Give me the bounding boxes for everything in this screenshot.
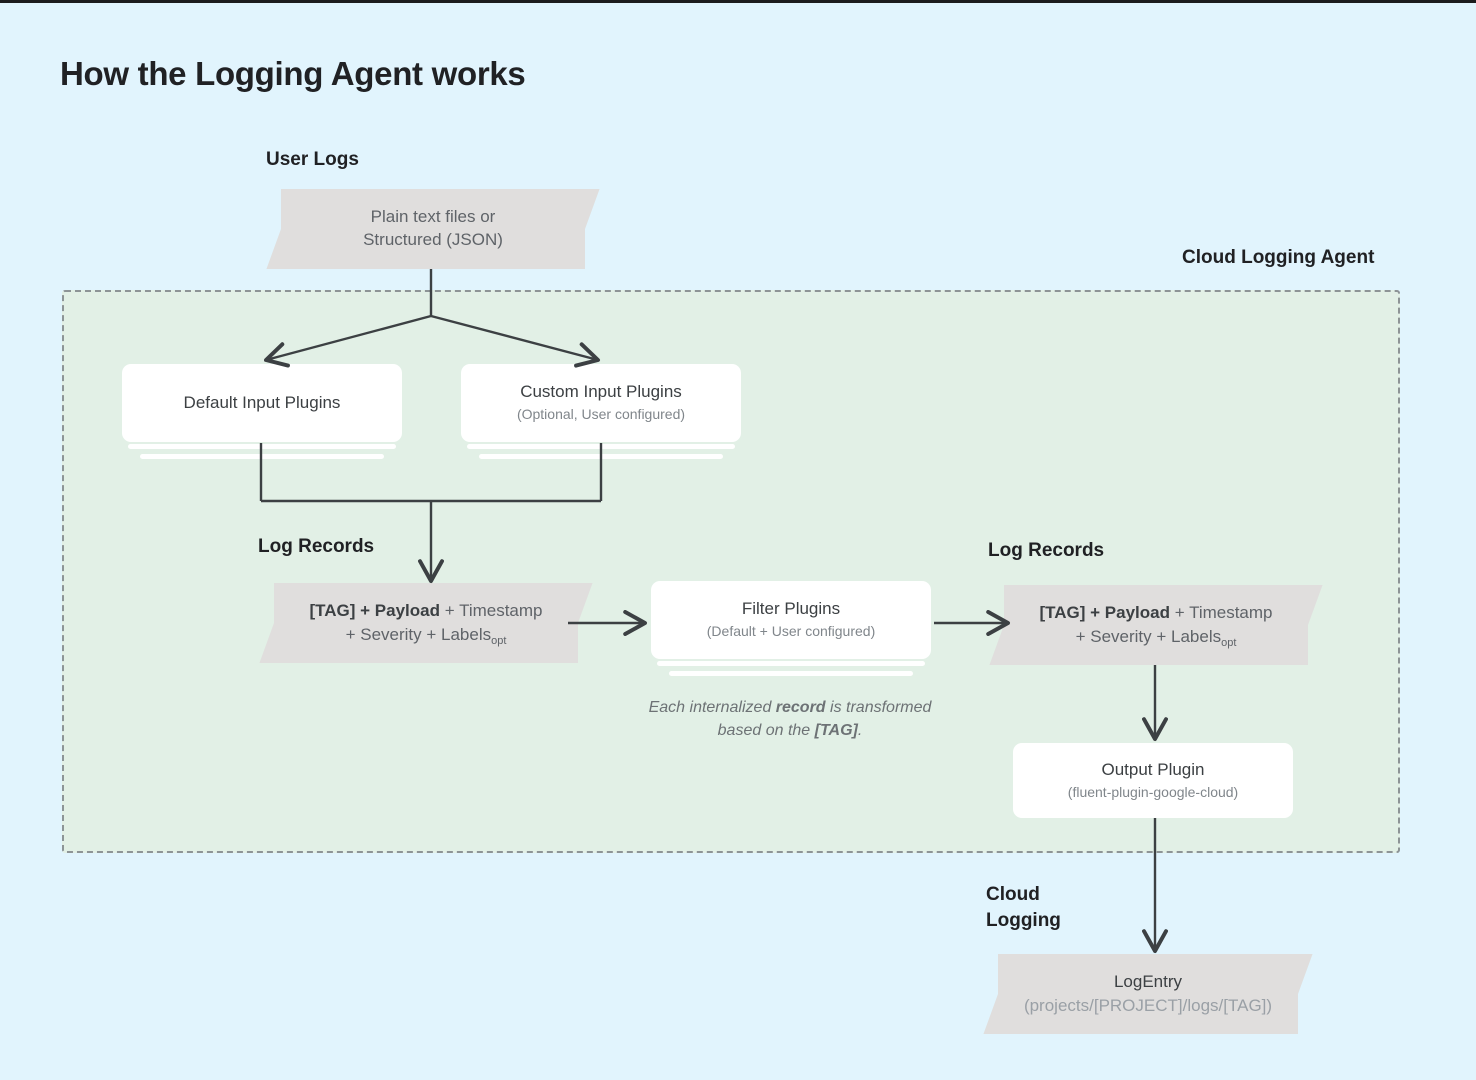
card-stack-layer-1	[657, 661, 925, 666]
node-default-input-plugins[interactable]: Default Input Plugins	[122, 364, 402, 459]
card-stack-layer-1	[128, 444, 396, 449]
card-stack-layer-2	[669, 671, 913, 676]
node-log-record-right: [TAG] + Payload + Timestamp + Severity +…	[989, 585, 1323, 665]
user-logs-source-line2: Structured (JSON)	[363, 230, 503, 249]
default-input-plugins-title: Default Input Plugins	[183, 392, 341, 412]
node-custom-input-plugins[interactable]: Custom Input Plugins (Optional, User con…	[461, 364, 741, 459]
log-entry-title: LogEntry	[1113, 972, 1183, 992]
filter-plugins-title: Filter Plugins	[741, 599, 841, 619]
filter-plugins-subtitle: (Default + User configured)	[706, 623, 876, 640]
caption-part3: .	[857, 722, 863, 740]
node-log-entry: LogEntry (projects/[PROJECT]/logs/[TAG])	[983, 954, 1313, 1034]
label-cloud-logging-agent: Cloud Logging Agent	[1182, 247, 1375, 268]
caption-part2: is transformed based on the	[717, 699, 932, 740]
label-cloud-logging: Cloud Logging	[986, 884, 1061, 931]
caption-part1: Each internalized	[648, 699, 776, 716]
custom-input-plugins-card[interactable]: Custom Input Plugins (Optional, User con…	[461, 364, 741, 442]
filter-caption: Each internalized record is transformed …	[630, 696, 950, 742]
log-record-right-line1: [TAG] + Payload + Timestamp	[1039, 603, 1273, 623]
card-stack-layer-2	[479, 454, 723, 459]
output-plugin-subtitle: (fluent-plugin-google-cloud)	[1067, 783, 1239, 800]
log-record-right-line2: + Severity + Labelsopt	[1075, 627, 1237, 649]
custom-input-plugins-title: Custom Input Plugins	[520, 382, 682, 402]
node-user-logs-source: Plain text files or Structured (JSON)	[266, 189, 600, 269]
caption-bold-record: record	[775, 699, 826, 716]
filter-plugins-card[interactable]: Filter Plugins (Default + User configure…	[651, 581, 931, 659]
caption-bold-tag: [TAG]	[814, 722, 858, 740]
label-log-records-left: Log Records	[258, 536, 375, 557]
card-stack-layer-2	[140, 454, 384, 459]
custom-input-plugins-subtitle: (Optional, User configured)	[516, 406, 686, 423]
label-log-records-right: Log Records	[988, 540, 1105, 561]
page-title: How the Logging Agent works	[60, 55, 526, 92]
output-plugin-title: Output Plugin	[1101, 759, 1205, 779]
card-stack-layer-1	[467, 444, 735, 449]
label-user-logs: User Logs	[266, 149, 359, 170]
node-log-record-left: [TAG] + Payload + Timestamp + Severity +…	[259, 583, 593, 663]
log-record-left-line1: [TAG] + Payload + Timestamp	[309, 601, 543, 621]
node-filter-plugins[interactable]: Filter Plugins (Default + User configure…	[651, 581, 931, 676]
log-record-left-line2: + Severity + Labelsopt	[345, 625, 507, 647]
node-output-plugin[interactable]: Output Plugin (fluent-plugin-google-clou…	[1013, 743, 1293, 818]
default-input-plugins-card[interactable]: Default Input Plugins	[122, 364, 402, 442]
log-entry-subtitle: (projects/[PROJECT]/logs/[TAG])	[1023, 996, 1273, 1015]
user-logs-source-line1: Plain text files or	[370, 207, 496, 227]
